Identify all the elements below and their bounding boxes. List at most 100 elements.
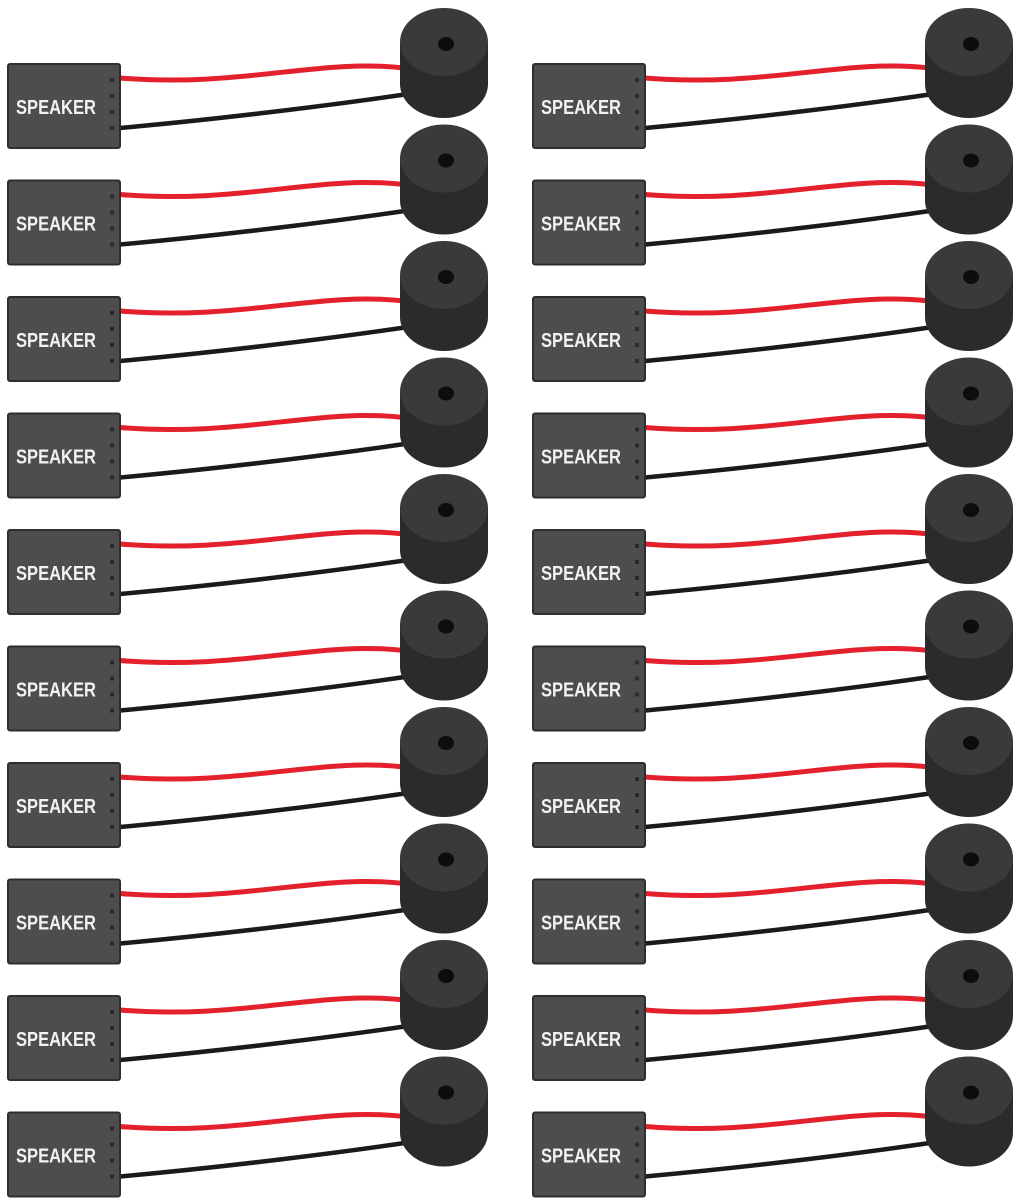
buzzer-cable: SPEAKER — [7, 1056, 488, 1198]
black-wire — [117, 907, 411, 946]
buzzer-sound-hole — [963, 619, 979, 634]
buzzer-sound-hole — [963, 153, 979, 168]
pin-hole — [110, 459, 114, 464]
connector-housing — [532, 529, 646, 615]
black-wire — [117, 1140, 411, 1179]
pin-hole — [635, 475, 639, 480]
connector-label: SPEAKER — [541, 796, 621, 818]
black-wire — [642, 208, 936, 247]
pin-hole — [635, 708, 639, 713]
red-wire — [117, 995, 407, 1015]
buzzer-cable: SPEAKER — [532, 8, 1013, 149]
buzzer-sound-hole — [438, 386, 454, 401]
pin-hole — [110, 1010, 114, 1014]
black-wire — [117, 324, 411, 364]
connector-label: SPEAKER — [16, 330, 96, 352]
buzzer-cable: SPEAKER — [532, 707, 1013, 848]
pin-hole — [635, 1026, 639, 1030]
connector-label: SPEAKER — [541, 913, 621, 935]
pin-hole — [110, 1174, 114, 1179]
buzzer-sound-hole — [963, 503, 979, 517]
red-wire — [642, 63, 932, 83]
buzzer-cable: SPEAKER — [532, 357, 1013, 499]
pin-hole — [110, 777, 114, 781]
buzzer-sound-hole — [438, 736, 454, 750]
connector-label: SPEAKER — [541, 214, 621, 236]
pin-hole — [110, 941, 114, 946]
buzzer-cable: SPEAKER — [532, 590, 1013, 732]
pin-hole — [110, 692, 114, 697]
pin-hole — [635, 359, 639, 363]
pin-hole — [635, 343, 639, 347]
buzzer-cable: SPEAKER — [7, 241, 488, 382]
pin-hole — [635, 94, 639, 98]
pin-hole — [110, 576, 114, 580]
pin-hole — [635, 576, 639, 580]
connector-label: SPEAKER — [541, 1029, 621, 1051]
pin-hole — [110, 1126, 114, 1131]
pin-hole — [635, 110, 639, 114]
pin-hole — [110, 1158, 114, 1163]
pin-hole — [110, 708, 114, 713]
pin-hole — [110, 793, 114, 797]
pin-hole — [635, 592, 639, 596]
pin-hole — [110, 1042, 114, 1046]
buzzer-cable: SPEAKER — [7, 474, 488, 615]
buzzer-cable: SPEAKER — [532, 940, 1013, 1081]
buzzer-cable: SPEAKER — [532, 124, 1013, 266]
pin-hole — [110, 676, 114, 681]
connector-housing — [7, 529, 121, 615]
buzzer-cable: SPEAKER — [7, 357, 488, 499]
pin-hole — [110, 126, 114, 130]
connector-housing — [532, 63, 646, 149]
pin-hole — [635, 459, 639, 464]
connector-label: SPEAKER — [16, 1029, 96, 1051]
pin-hole — [110, 110, 114, 114]
pin-hole — [110, 893, 114, 898]
connector-label: SPEAKER — [541, 563, 621, 585]
pin-hole — [635, 793, 639, 797]
black-wire — [642, 1023, 936, 1063]
pin-hole — [110, 327, 114, 331]
pin-hole — [635, 242, 639, 247]
buzzer-sound-hole — [438, 37, 454, 51]
pin-hole — [635, 1158, 639, 1163]
connector-housing — [7, 296, 121, 382]
pin-hole — [110, 560, 114, 564]
buzzer-cable: SPEAKER — [7, 940, 488, 1081]
pin-hole — [635, 560, 639, 564]
red-wire — [642, 179, 932, 200]
buzzer-sound-hole — [438, 503, 454, 517]
red-wire — [117, 529, 407, 549]
pin-hole — [110, 194, 114, 199]
connector-housing — [7, 995, 121, 1081]
pin-hole — [635, 925, 639, 930]
connector-housing — [532, 762, 646, 848]
connector-housing — [532, 995, 646, 1081]
connector-label: SPEAKER — [541, 680, 621, 702]
pin-hole — [635, 210, 639, 215]
connector-housing — [7, 878, 121, 965]
buzzer-cable: SPEAKER — [532, 474, 1013, 615]
pin-hole — [110, 359, 114, 363]
pin-hole — [635, 194, 639, 199]
buzzer-sound-hole — [438, 619, 454, 634]
red-wire — [642, 296, 932, 316]
pin-hole — [635, 1010, 639, 1014]
pin-hole — [635, 660, 639, 665]
connector-label: SPEAKER — [541, 97, 621, 119]
red-wire — [117, 63, 407, 83]
pin-hole — [110, 226, 114, 231]
connector-housing — [532, 1111, 646, 1198]
buzzer-cable: SPEAKER — [7, 823, 488, 965]
black-wire — [117, 1023, 411, 1063]
pin-hole — [110, 443, 114, 448]
buzzer-cable: SPEAKER — [532, 823, 1013, 965]
red-wire — [642, 645, 932, 666]
pin-hole — [110, 475, 114, 480]
red-wire — [117, 296, 407, 316]
black-wire — [642, 674, 936, 713]
buzzer-cable: SPEAKER — [532, 1056, 1013, 1198]
pin-hole — [110, 925, 114, 930]
pin-hole — [635, 809, 639, 813]
